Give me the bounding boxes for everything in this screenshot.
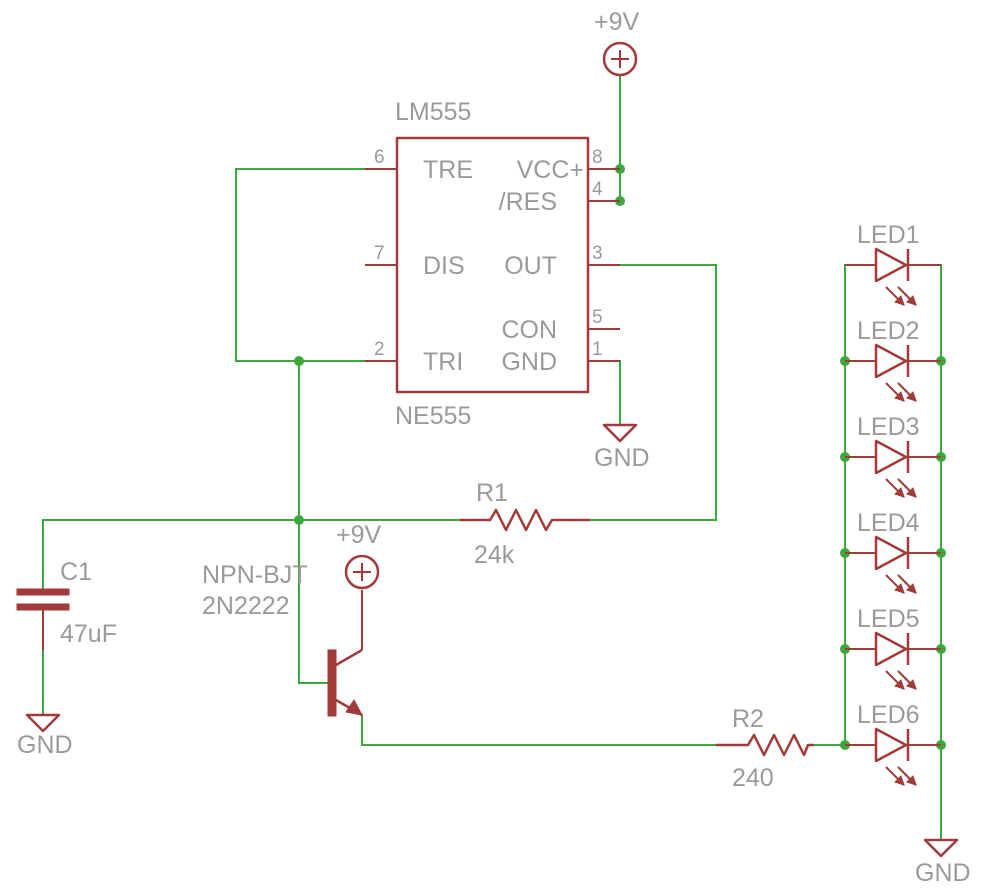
supply-top-symbol (602, 41, 638, 77)
light-arrowhead-icon (906, 583, 917, 594)
resistor-r1[interactable]: R1 24k (460, 479, 590, 569)
capacitor-c1-name: C1 (60, 558, 92, 586)
ic-pin4-label: /RES (499, 188, 557, 216)
ic-pin2-number: 2 (374, 339, 385, 360)
supply-top[interactable]: +9V (594, 8, 640, 77)
ground-leds[interactable]: GND (915, 838, 971, 887)
ic-pin8-label: VCC+ (517, 156, 584, 184)
light-arrowhead-icon (906, 391, 917, 402)
ic-pin1-number: 1 (592, 339, 603, 360)
resistor-r2[interactable]: R2 240 (716, 705, 814, 792)
wire-r1-to-out (589, 264, 717, 521)
ic-pin6-label: TRE (423, 156, 473, 184)
supply-top-label: +9V (594, 8, 640, 36)
junction-dot (294, 356, 304, 366)
ic-pin5-label: CON (501, 316, 557, 344)
supply-transistor[interactable]: +9V (336, 521, 382, 590)
resistor-r1-symbol (460, 508, 590, 532)
wire-emitter (361, 714, 717, 746)
light-arrowhead-icon (906, 679, 917, 690)
wires (42, 74, 942, 841)
wire-pin6-loop (235, 168, 366, 362)
diode-triangle-icon (874, 535, 908, 571)
led-5[interactable]: LED5 (845, 605, 941, 690)
diode-triangle-icon (874, 727, 908, 763)
ground-capacitor-label: GND (17, 731, 73, 759)
transistor-base-bar (327, 649, 337, 717)
led-6[interactable]: LED6 (845, 701, 941, 786)
ic-pin8-number: 8 (592, 147, 603, 168)
diode-triangle-icon (874, 247, 908, 283)
led-1-label: LED1 (857, 221, 920, 249)
transistor-q1[interactable]: NPN-BJT 2N2222 (202, 561, 363, 717)
supply-transistor-label: +9V (336, 521, 382, 549)
resistor-r1-name: R1 (476, 479, 508, 507)
resistor-r2-symbol (716, 733, 814, 757)
light-arrowhead-icon (894, 583, 905, 594)
ground-icon (602, 423, 638, 443)
ground-icon (923, 838, 959, 858)
led-4[interactable]: LED4 (845, 509, 941, 594)
ic-name: LM555 (395, 98, 471, 126)
capacitor-c1-value: 47uF (60, 620, 117, 648)
transistor-collector (335, 648, 363, 667)
ground-ic-label: GND (594, 444, 650, 472)
light-arrowhead-icon (894, 487, 905, 498)
ground-leds-label: GND (915, 859, 971, 887)
ground-capacitor[interactable]: GND (17, 713, 73, 759)
led-4-label: LED4 (857, 509, 920, 537)
ic-value: NE555 (395, 402, 471, 430)
wire-base (298, 519, 331, 684)
ground-icon (25, 713, 61, 733)
junction-dot (294, 515, 304, 525)
ic-pin5-number: 5 (592, 307, 603, 328)
light-arrowhead-icon (894, 295, 905, 306)
light-arrowhead-icon (894, 775, 905, 786)
ic-pin7-number: 7 (374, 243, 385, 264)
transistor-name: NPN-BJT (202, 561, 308, 589)
resistor-r2-value: 240 (732, 764, 774, 792)
led-1[interactable]: LED1 (845, 221, 941, 306)
resistor-r2-name: R2 (732, 705, 764, 733)
diode-triangle-icon (874, 343, 908, 379)
emitter-arrow-icon (345, 699, 363, 716)
ic-pin2-label: TRI (423, 348, 463, 376)
light-arrowhead-icon (894, 679, 905, 690)
ic-pin1-label: GND (501, 348, 557, 376)
resistor-r1-value: 24k (474, 541, 515, 569)
led-5-label: LED5 (857, 605, 920, 633)
ic-555[interactable]: LM555 NE555 6 7 2 8 4 3 5 1 TRE DIS TRI … (365, 98, 620, 430)
ic-pin7-label: DIS (423, 252, 465, 280)
capacitor-c1-plate-top (16, 588, 70, 596)
diode-triangle-icon (874, 631, 908, 667)
ground-ic[interactable]: GND (594, 423, 650, 472)
led-6-label: LED6 (857, 701, 920, 729)
ic-pin3-number: 3 (592, 243, 603, 264)
light-arrowhead-icon (894, 391, 905, 402)
transistor-value: 2N2222 (202, 592, 290, 620)
ic-pin3-label: OUT (504, 252, 557, 280)
capacitor-c1-plate-bottom (16, 603, 70, 611)
led-2-label: LED2 (857, 317, 920, 345)
supply-transistor-symbol (344, 554, 380, 590)
light-arrowhead-icon (906, 775, 917, 786)
led-3-label: LED3 (857, 413, 920, 441)
light-arrowhead-icon (906, 487, 917, 498)
light-arrowhead-icon (906, 295, 917, 306)
capacitor-c1[interactable]: C1 47uF (16, 558, 117, 650)
led-2[interactable]: LED2 (845, 317, 941, 402)
diode-triangle-icon (874, 439, 908, 475)
ic-pin6-number: 6 (374, 147, 385, 168)
led-3[interactable]: LED3 (845, 413, 941, 498)
ic-pin4-number: 4 (592, 179, 603, 200)
